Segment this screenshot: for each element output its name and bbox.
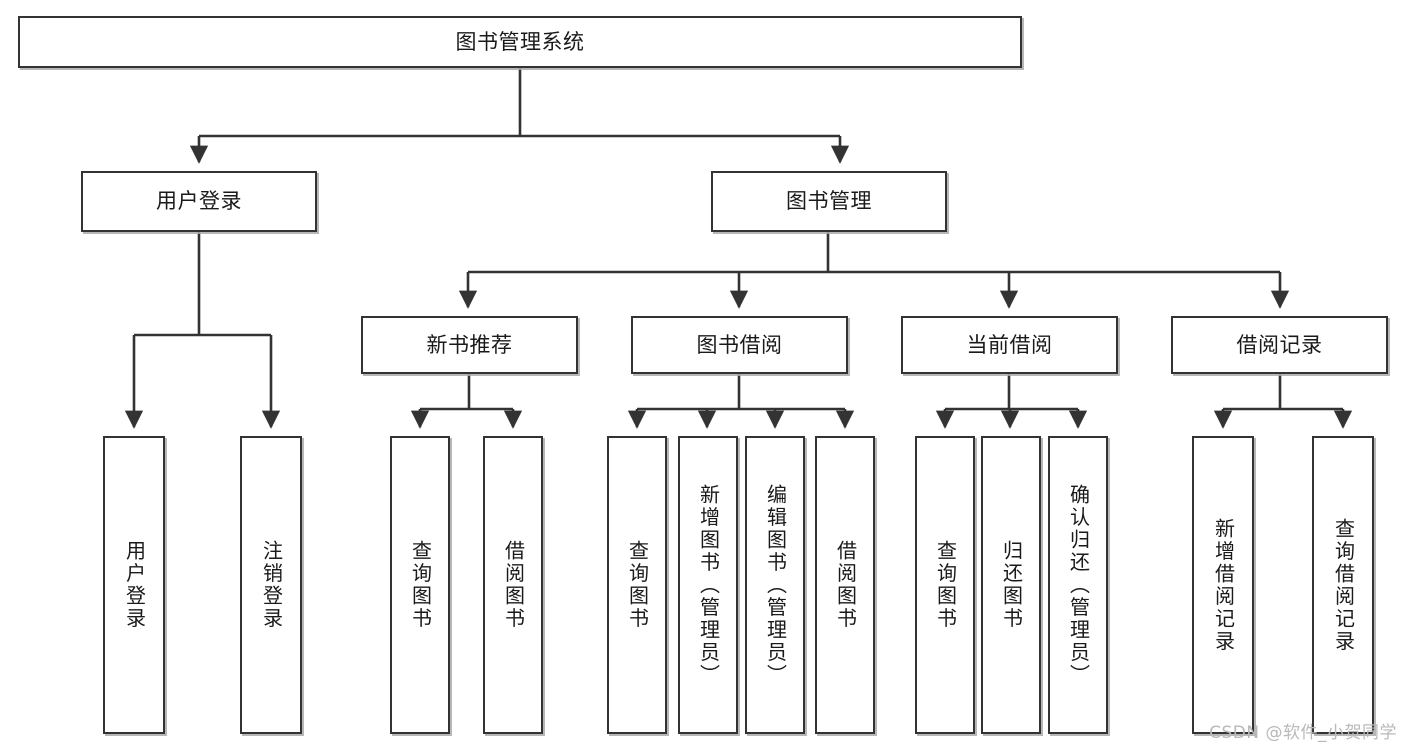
node-leaf-query-book-borrow[interactable]: 查询图书 <box>607 436 667 734</box>
node-user-login[interactable]: 用户登录 <box>81 171 317 232</box>
node-leaf-add-book-admin-label: 新增图书（管理员） <box>696 483 721 687</box>
node-leaf-edit-book-admin-label: 编辑图书（管理员） <box>763 483 788 687</box>
node-leaf-user-login-label: 用户登录 <box>122 540 147 630</box>
node-leaf-query-borrow-record[interactable]: 查询借阅记录 <box>1312 436 1374 734</box>
node-book-management-label: 图书管理 <box>786 189 872 214</box>
node-leaf-add-book-admin[interactable]: 新增图书（管理员） <box>678 436 738 734</box>
node-leaf-query-borrow-record-label: 查询借阅记录 <box>1331 517 1356 653</box>
node-root-label: 图书管理系统 <box>455 29 585 54</box>
node-leaf-logout[interactable]: 注销登录 <box>240 436 302 734</box>
node-leaf-return-book[interactable]: 归还图书 <box>981 436 1041 734</box>
node-current-borrow-label: 当前借阅 <box>966 332 1053 357</box>
node-leaf-confirm-return-admin[interactable]: 确认归还（管理员） <box>1048 436 1108 734</box>
node-book-borrow-label: 图书借阅 <box>696 332 783 357</box>
node-leaf-logout-label: 注销登录 <box>259 540 284 630</box>
node-leaf-query-book-borrow-label: 查询图书 <box>625 540 650 630</box>
node-leaf-borrow-book-new-label: 借阅图书 <box>501 540 526 630</box>
node-leaf-query-book-current-label: 查询图书 <box>933 540 958 630</box>
node-leaf-query-book-current[interactable]: 查询图书 <box>915 436 975 734</box>
node-leaf-borrow-book-label: 借阅图书 <box>833 540 858 630</box>
node-leaf-user-login[interactable]: 用户登录 <box>103 436 165 734</box>
node-leaf-query-book-new-label: 查询图书 <box>408 540 433 630</box>
node-user-login-label: 用户登录 <box>156 189 242 214</box>
node-book-management[interactable]: 图书管理 <box>711 171 947 232</box>
node-borrow-record-label: 借阅记录 <box>1236 332 1323 357</box>
node-book-borrow[interactable]: 图书借阅 <box>631 316 848 374</box>
node-leaf-add-borrow-record-label: 新增借阅记录 <box>1211 517 1236 653</box>
node-new-book-recommend[interactable]: 新书推荐 <box>361 316 578 374</box>
node-leaf-add-borrow-record[interactable]: 新增借阅记录 <box>1192 436 1254 734</box>
node-leaf-borrow-book-new[interactable]: 借阅图书 <box>483 436 543 734</box>
node-leaf-borrow-book[interactable]: 借阅图书 <box>815 436 875 734</box>
node-leaf-return-book-label: 归还图书 <box>999 540 1024 630</box>
node-leaf-confirm-return-admin-label: 确认归还（管理员） <box>1066 483 1091 687</box>
node-new-book-recommend-label: 新书推荐 <box>426 332 513 357</box>
node-root[interactable]: 图书管理系统 <box>18 16 1022 68</box>
node-leaf-query-book-new[interactable]: 查询图书 <box>390 436 450 734</box>
node-current-borrow[interactable]: 当前借阅 <box>901 316 1118 374</box>
node-leaf-edit-book-admin[interactable]: 编辑图书（管理员） <box>745 436 805 734</box>
watermark: CSDN @软件_小贺同学 <box>1209 723 1397 743</box>
node-borrow-record[interactable]: 借阅记录 <box>1171 316 1388 374</box>
